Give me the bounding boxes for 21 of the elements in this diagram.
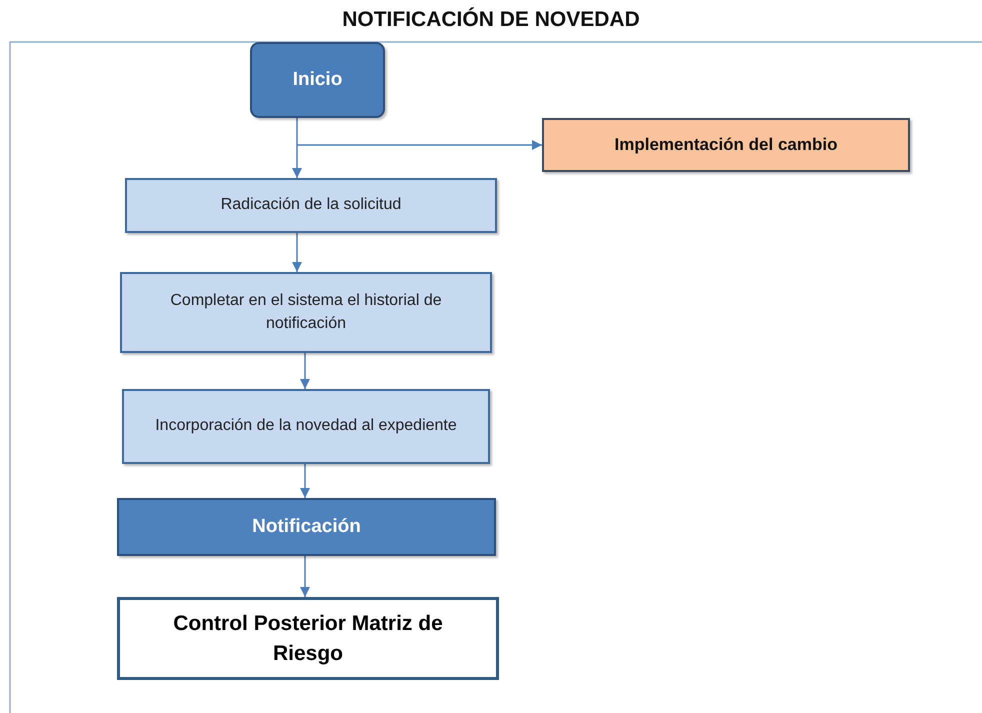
arrow	[292, 118, 302, 178]
node-label: Inicio	[292, 68, 342, 92]
node-label: Notificación	[252, 514, 361, 539]
arrow	[296, 140, 542, 150]
start-terminal	[250, 42, 385, 118]
arrow	[292, 233, 302, 272]
node-label: Radicación de la solicitud	[220, 195, 402, 216]
diagram-title: NOTIFICACIÓN DE NOVEDAD	[341, 8, 641, 32]
process-box	[542, 118, 910, 172]
process-box	[117, 597, 499, 680]
process-box	[117, 498, 496, 556]
arrow	[300, 556, 310, 597]
node-label: Control Posterior Matriz de Riesgo	[172, 611, 444, 666]
process-box	[122, 389, 490, 464]
arrow	[300, 464, 310, 498]
arrow	[300, 353, 310, 389]
process-box	[125, 178, 497, 233]
node-label: Incorporación de la novedad al expediente	[155, 416, 457, 436]
node-label: Completar en el sistema el historial de notificación	[169, 291, 443, 334]
node-label: Implementación del cambio	[614, 134, 838, 156]
process-box	[120, 272, 492, 353]
